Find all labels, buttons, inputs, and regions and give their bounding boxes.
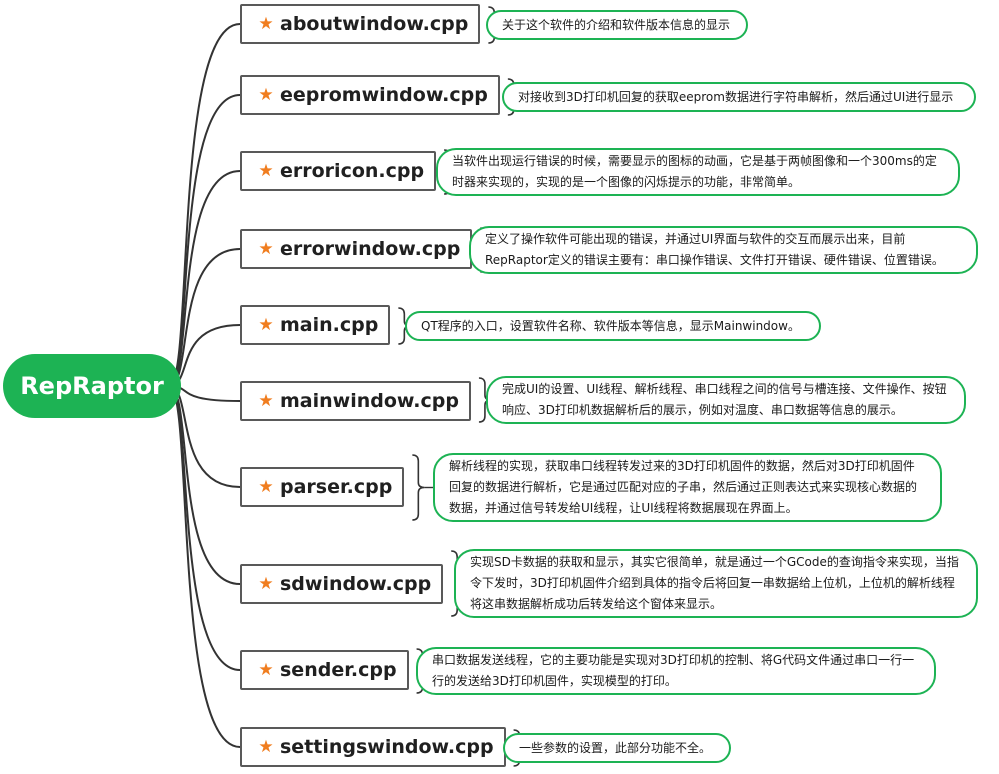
brace-connector xyxy=(412,454,425,521)
description-text: 完成UI的设置、UI线程、解析线程、串口线程之间的信号与槽连接、文件操作、按钮响… xyxy=(502,382,947,417)
file-node-aboutwindow[interactable]: ★ aboutwindow.cpp xyxy=(240,4,481,44)
star-icon: ★ xyxy=(258,660,274,680)
description-text: QT程序的入口，设置软件名称、软件版本等信息，显示Mainwindow。 xyxy=(421,318,800,333)
star-icon: ★ xyxy=(258,737,274,757)
description-text: 解析线程的实现，获取串口线程转发过来的3D打印机固件的数据，然后对3D打印机固件… xyxy=(449,459,918,515)
file-node-errorwindow[interactable]: ★ errorwindow.cpp xyxy=(240,229,473,269)
file-node-sdwindow[interactable]: ★ sdwindow.cpp xyxy=(240,564,444,604)
file-node-main[interactable]: ★ main.cpp xyxy=(240,305,391,345)
file-node-parser[interactable]: ★ parser.cpp xyxy=(240,467,405,507)
file-node-mainwindow[interactable]: ★ mainwindow.cpp xyxy=(240,381,471,421)
file-name: errorwindow.cpp xyxy=(280,238,461,260)
file-name: eepromwindow.cpp xyxy=(280,84,488,106)
description-text: 串口数据发送线程，它的主要功能是实现对3D打印机的控制、将G代码文件通过串口一行… xyxy=(432,653,915,688)
star-icon: ★ xyxy=(258,574,274,594)
file-name: aboutwindow.cpp xyxy=(280,13,469,35)
file-node-settingswindow[interactable]: ★ settingswindow.cpp xyxy=(240,727,506,767)
file-name: parser.cpp xyxy=(280,476,393,498)
description-settingswindow: 一些参数的设置，此部分功能不全。 xyxy=(503,733,731,763)
description-text: 定义了操作软件可能出现的错误，并通过UI界面与软件的交互而展示出来，目前RepR… xyxy=(485,232,944,267)
star-icon: ★ xyxy=(258,239,274,259)
file-name: sender.cpp xyxy=(280,659,397,681)
star-icon: ★ xyxy=(258,161,274,181)
file-name: main.cpp xyxy=(280,314,379,336)
description-text: 当软件出现运行错误的时候，需要显示的图标的动画，它是基于两帧图像和一个300ms… xyxy=(452,154,937,189)
file-name: settingswindow.cpp xyxy=(280,736,494,758)
star-icon: ★ xyxy=(258,477,274,497)
description-erroricon: 当软件出现运行错误的时候，需要显示的图标的动画，它是基于两帧图像和一个300ms… xyxy=(436,148,960,196)
description-main: QT程序的入口，设置软件名称、软件版本等信息，显示Mainwindow。 xyxy=(405,311,821,341)
description-text: 关于这个软件的介绍和软件版本信息的显示 xyxy=(502,17,731,32)
description-sender: 串口数据发送线程，它的主要功能是实现对3D打印机的控制、将G代码文件通过串口一行… xyxy=(416,647,936,695)
description-eepromwindow: 对接收到3D打印机回复的获取eeprom数据进行字符串解析，然后通过UI进行显示 xyxy=(502,82,976,112)
description-mainwindow: 完成UI的设置、UI线程、解析线程、串口线程之间的信号与槽连接、文件操作、按钮响… xyxy=(486,376,966,424)
description-text: 实现SD卡数据的获取和显示，其实它很简单，就是通过一个GCode的查询指令来实现… xyxy=(470,555,959,611)
file-node-erroricon[interactable]: ★ erroricon.cpp xyxy=(240,151,437,191)
file-name: mainwindow.cpp xyxy=(280,390,459,412)
star-icon: ★ xyxy=(258,315,274,335)
description-errorwindow: 定义了操作软件可能出现的错误，并通过UI界面与软件的交互而展示出来，目前RepR… xyxy=(469,226,978,274)
file-node-eepromwindow[interactable]: ★ eepromwindow.cpp xyxy=(240,75,500,115)
star-icon: ★ xyxy=(258,14,274,34)
star-icon: ★ xyxy=(258,391,274,411)
file-name: erroricon.cpp xyxy=(280,160,425,182)
file-name: sdwindow.cpp xyxy=(280,573,432,595)
file-node-sender[interactable]: ★ sender.cpp xyxy=(240,650,409,690)
root-label: RepRaptor xyxy=(20,372,164,400)
description-parser: 解析线程的实现，获取串口线程转发过来的3D打印机固件的数据，然后对3D打印机固件… xyxy=(433,453,942,522)
star-icon: ★ xyxy=(258,85,274,105)
description-text: 对接收到3D打印机回复的获取eeprom数据进行字符串解析，然后通过UI进行显示 xyxy=(518,89,954,104)
description-text: 一些参数的设置，此部分功能不全。 xyxy=(519,740,712,755)
description-sdwindow: 实现SD卡数据的获取和显示，其实它很简单，就是通过一个GCode的查询指令来实现… xyxy=(454,549,978,618)
branch-connector xyxy=(168,385,241,748)
root-node[interactable]: RepRaptor xyxy=(3,354,181,418)
description-aboutwindow: 关于这个软件的介绍和软件版本信息的显示 xyxy=(486,10,748,40)
